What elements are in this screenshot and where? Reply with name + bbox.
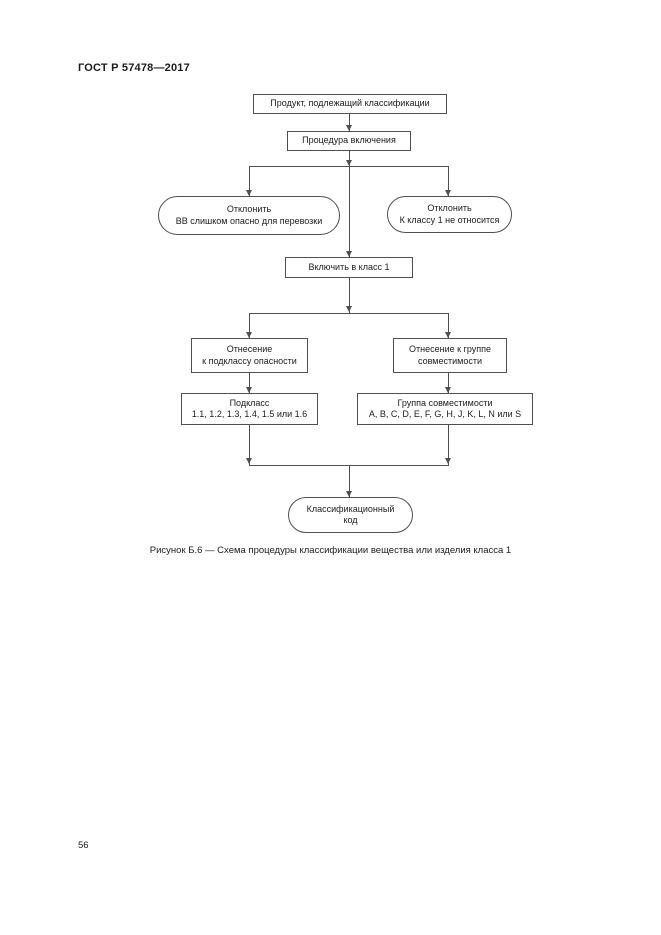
arrowhead-down-icon <box>346 251 352 257</box>
arrowhead-down-icon <box>246 190 252 196</box>
standard-header: ГОСТ Р 57478—2017 <box>78 62 190 74</box>
node-include-class1: Включить в класс 1 <box>285 257 413 278</box>
arrowhead-down-icon <box>445 332 451 338</box>
connector-line <box>448 424 449 465</box>
connector-line <box>249 313 449 314</box>
node-assign-subclass: Отнесение к подклассу опасности <box>191 338 308 373</box>
connector-line <box>249 166 449 167</box>
node-reject-too-dangerous-line1: Отклонить <box>226 204 272 214</box>
node-inclusion-procedure: Процедура включения <box>287 131 411 151</box>
node-assign-subclass-line1: Отнесение <box>226 344 273 354</box>
node-assign-compat-group-line2: совместимости <box>418 355 482 366</box>
node-reject-too-dangerous: Отклонить ВВ слишком опасно для перевозк… <box>158 196 340 235</box>
page-number: 56 <box>78 840 89 851</box>
connector-line <box>349 151 350 257</box>
node-subclass-values: Подкласс 1.1, 1.2, 1.3, 1.4, 1.5 или 1.6 <box>181 393 318 425</box>
arrowhead-down-icon <box>246 332 252 338</box>
connector-line <box>349 277 350 313</box>
arrowhead-down-icon <box>346 306 352 312</box>
node-classification-code-line1: Классификационный <box>306 503 395 514</box>
node-include-class1-text: Включить в класс 1 <box>308 261 390 272</box>
arrowhead-down-icon <box>246 387 252 393</box>
arrowhead-down-icon <box>445 387 451 393</box>
arrowhead-down-icon <box>346 125 352 131</box>
connector-line <box>249 424 250 465</box>
node-assign-compat-group: Отнесение к группе совместимости <box>393 338 507 373</box>
node-compat-group-values-line2: A, B, C, D, E, F, G, H, J, K, L, N или S <box>368 409 522 419</box>
node-classification-code: Классификационный код <box>288 497 413 533</box>
node-inclusion-procedure-text: Процедура включения <box>302 135 396 146</box>
arrowhead-down-icon <box>445 190 451 196</box>
arrowhead-down-icon <box>246 458 252 464</box>
connector-line <box>349 113 350 131</box>
node-reject-too-dangerous-line2: ВВ слишком опасно для перевозки <box>175 215 323 226</box>
node-subclass-values-line1: Подкласс <box>229 397 270 408</box>
node-assign-compat-group-line1: Отнесение к группе <box>409 344 491 354</box>
figure-caption: Рисунок Б.6 — Схема процедуры классифика… <box>149 545 512 556</box>
connector-line <box>349 465 350 497</box>
node-compat-group-values-line1: Группа совместимости <box>397 397 493 408</box>
connector-line <box>249 313 250 338</box>
node-compat-group-values: Группа совместимости A, B, C, D, E, F, G… <box>357 393 533 425</box>
arrowhead-down-icon <box>346 160 352 166</box>
node-product-text: Продукт, подлежащий классификации <box>270 98 430 109</box>
node-product: Продукт, подлежащий классификации <box>253 94 447 114</box>
connector-line <box>448 373 449 393</box>
node-assign-subclass-line2: к подклассу опасности <box>202 355 297 366</box>
node-classification-code-line2: код <box>343 515 358 525</box>
connector-line <box>448 313 449 338</box>
arrowhead-down-icon <box>445 458 451 464</box>
node-reject-not-class1: Отклонить К классу 1 не относится <box>387 196 512 233</box>
node-reject-not-class1-line2: К классу 1 не относится <box>399 214 500 225</box>
arrowhead-down-icon <box>346 491 352 497</box>
node-reject-not-class1-line1: Отклонить <box>427 203 472 213</box>
node-subclass-values-line2: 1.1, 1.2, 1.3, 1.4, 1.5 или 1.6 <box>191 409 308 419</box>
connector-line <box>448 166 449 196</box>
connector-line <box>249 166 250 196</box>
connector-line <box>249 373 250 393</box>
